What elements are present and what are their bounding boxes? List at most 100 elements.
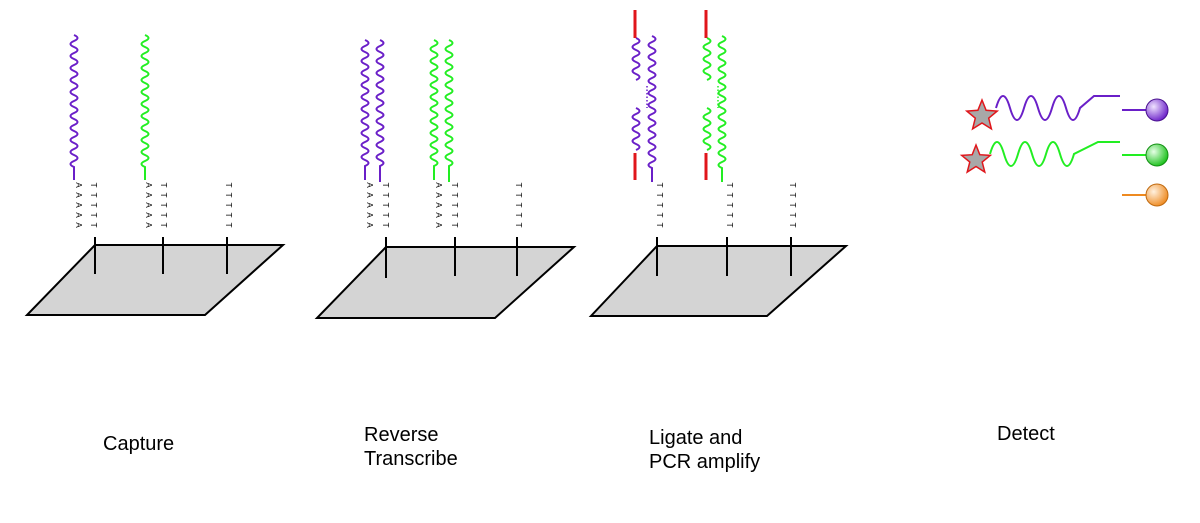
- poly-t-base: T: [159, 193, 168, 198]
- poly-t-base: T: [89, 223, 98, 228]
- poly-t-base: T: [450, 213, 459, 218]
- fluorophore-star-icon: [964, 97, 1000, 131]
- step-label-capture: Capture: [103, 432, 174, 456]
- bead-orange-icon: [1145, 183, 1169, 207]
- adapters: [633, 10, 708, 180]
- plate-ligate: [588, 245, 849, 317]
- step-label-ligate: Ligate and PCR amplify: [649, 426, 760, 474]
- step-label-line: Detect: [997, 423, 1055, 445]
- poly-a-base: A: [74, 192, 83, 198]
- poly-t-base: T: [381, 183, 390, 188]
- poly-t-base: T: [655, 203, 664, 208]
- poly-a-base: A: [434, 192, 443, 198]
- strands: [69, 34, 727, 182]
- poly-t-base: T: [788, 213, 797, 218]
- poly-a-base: A: [74, 222, 83, 228]
- probe-green-strand: [989, 141, 1120, 167]
- poly-t-base: T: [224, 193, 233, 198]
- probe-purple-strand: [995, 95, 1120, 121]
- poly-t-base: T: [514, 223, 523, 228]
- bead-green-icon: [1145, 143, 1169, 167]
- poly-a-base: A: [365, 202, 374, 208]
- fluorophore-star-icon: [959, 142, 993, 174]
- mrna-purple-strand: [69, 34, 79, 180]
- cdna-purple-strand: [647, 35, 657, 182]
- probe-purple-lower: [631, 107, 641, 151]
- ligation-gaps: [646, 86, 719, 108]
- step-label-detect: Detect: [997, 422, 1055, 446]
- detect-probes: [959, 95, 1169, 207]
- poly-a-base: A: [74, 212, 83, 218]
- poly-a-base: A: [144, 192, 153, 198]
- probe-green-upper: [702, 37, 712, 81]
- poly-t-base: T: [224, 203, 233, 208]
- step-label-line: Reverse: [364, 424, 439, 446]
- step-label-line: Transcribe: [364, 448, 458, 470]
- poly-t-base: T: [450, 193, 459, 198]
- poly-t-base: T: [224, 213, 233, 218]
- mrna-green-strand: [429, 39, 439, 180]
- poly-a-base: A: [144, 182, 153, 188]
- poly-t-base: T: [89, 203, 98, 208]
- poly-t-base: T: [381, 193, 390, 198]
- poly-t-base: T: [788, 193, 797, 198]
- probe-green-lower: [702, 107, 712, 151]
- poly-t-base: T: [159, 183, 168, 188]
- poly-t-base: T: [514, 213, 523, 218]
- cdna-green-strand: [444, 39, 454, 182]
- poly-a-base: A: [434, 202, 443, 208]
- poly-t-base: T: [224, 223, 233, 228]
- step-label-reverse-transcribe: Reverse Transcribe: [364, 423, 458, 471]
- step-label-line: PCR amplify: [649, 451, 761, 473]
- poly-a-base: A: [365, 222, 374, 228]
- poly-t-base: T: [381, 223, 390, 228]
- poly-a-base: A: [74, 182, 83, 188]
- poly-t-base: T: [450, 203, 459, 208]
- step-label-line: Ligate and: [649, 427, 743, 449]
- cdna-green-strand: [717, 35, 727, 182]
- base-letters: AAAAATTTTTAAAAATTTTTTTTTTAAAAATTTTTAAAAA…: [74, 182, 797, 228]
- mrna-green-strand: [140, 34, 150, 180]
- posts: [94, 237, 792, 278]
- poly-t-base: T: [514, 183, 523, 188]
- poly-t-base: T: [655, 213, 664, 218]
- probe-purple-upper: [631, 37, 641, 81]
- plate-capture: [24, 244, 286, 316]
- poly-t-base: T: [89, 183, 98, 188]
- poly-a-base: A: [74, 202, 83, 208]
- poly-t-base: T: [224, 183, 233, 188]
- poly-t-base: T: [725, 183, 734, 188]
- poly-t-base: T: [514, 203, 523, 208]
- poly-a-base: A: [144, 212, 153, 218]
- poly-t-base: T: [788, 183, 797, 188]
- poly-t-base: T: [655, 223, 664, 228]
- poly-t-base: T: [725, 213, 734, 218]
- poly-t-base: T: [725, 193, 734, 198]
- poly-t-base: T: [788, 203, 797, 208]
- poly-t-base: T: [655, 183, 664, 188]
- poly-t-base: T: [514, 193, 523, 198]
- poly-t-base: T: [725, 203, 734, 208]
- poly-a-base: A: [365, 192, 374, 198]
- bead-purple-icon: [1145, 98, 1169, 122]
- poly-t-base: T: [159, 223, 168, 228]
- poly-t-base: T: [381, 213, 390, 218]
- poly-a-base: A: [365, 212, 374, 218]
- poly-t-base: T: [381, 203, 390, 208]
- poly-t-base: T: [725, 223, 734, 228]
- poly-t-base: T: [89, 193, 98, 198]
- mrna-purple-strand: [360, 39, 370, 180]
- plate-reverse-transcribe: [314, 246, 577, 319]
- poly-a-base: A: [144, 202, 153, 208]
- poly-t-base: T: [450, 183, 459, 188]
- poly-a-base: A: [434, 222, 443, 228]
- poly-a-base: A: [434, 182, 443, 188]
- step-label-line: Capture: [103, 433, 175, 455]
- poly-t-base: T: [655, 193, 664, 198]
- poly-a-base: A: [144, 222, 153, 228]
- poly-t-base: T: [159, 203, 168, 208]
- poly-a-base: A: [365, 182, 374, 188]
- poly-t-base: T: [788, 223, 797, 228]
- poly-t-base: T: [450, 223, 459, 228]
